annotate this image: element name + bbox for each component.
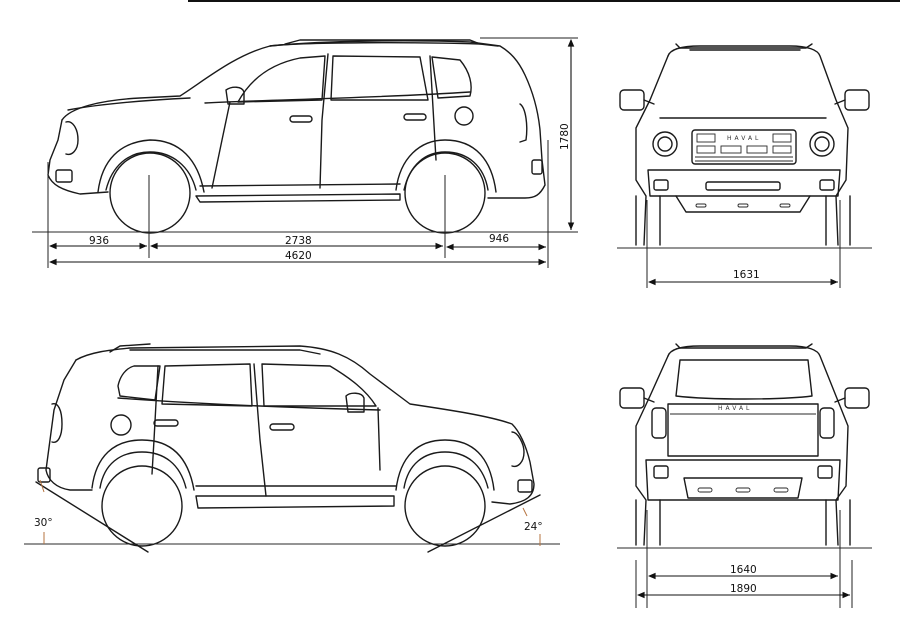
rear-track-label: 1640 [730, 564, 757, 576]
rear-badge: HAVAL [718, 405, 753, 412]
front-view [617, 43, 872, 288]
side-view-top [32, 37, 578, 268]
side-view-bottom [24, 343, 560, 553]
overall-length-label: 4620 [285, 250, 312, 262]
front-badge: HAVAL [727, 135, 762, 142]
overall-width-label: 1890 [730, 583, 757, 595]
front-track-label: 1631 [733, 269, 760, 281]
approach-angle-label: 24° [524, 521, 543, 533]
wheelbase-label: 2738 [285, 235, 312, 247]
rear-overhang-label: 946 [489, 233, 510, 245]
departure-angle-label: 30° [34, 517, 53, 529]
overall-height-label: 1780 [559, 123, 571, 150]
front-overhang-label: 936 [89, 235, 110, 247]
rear-view [617, 343, 872, 608]
